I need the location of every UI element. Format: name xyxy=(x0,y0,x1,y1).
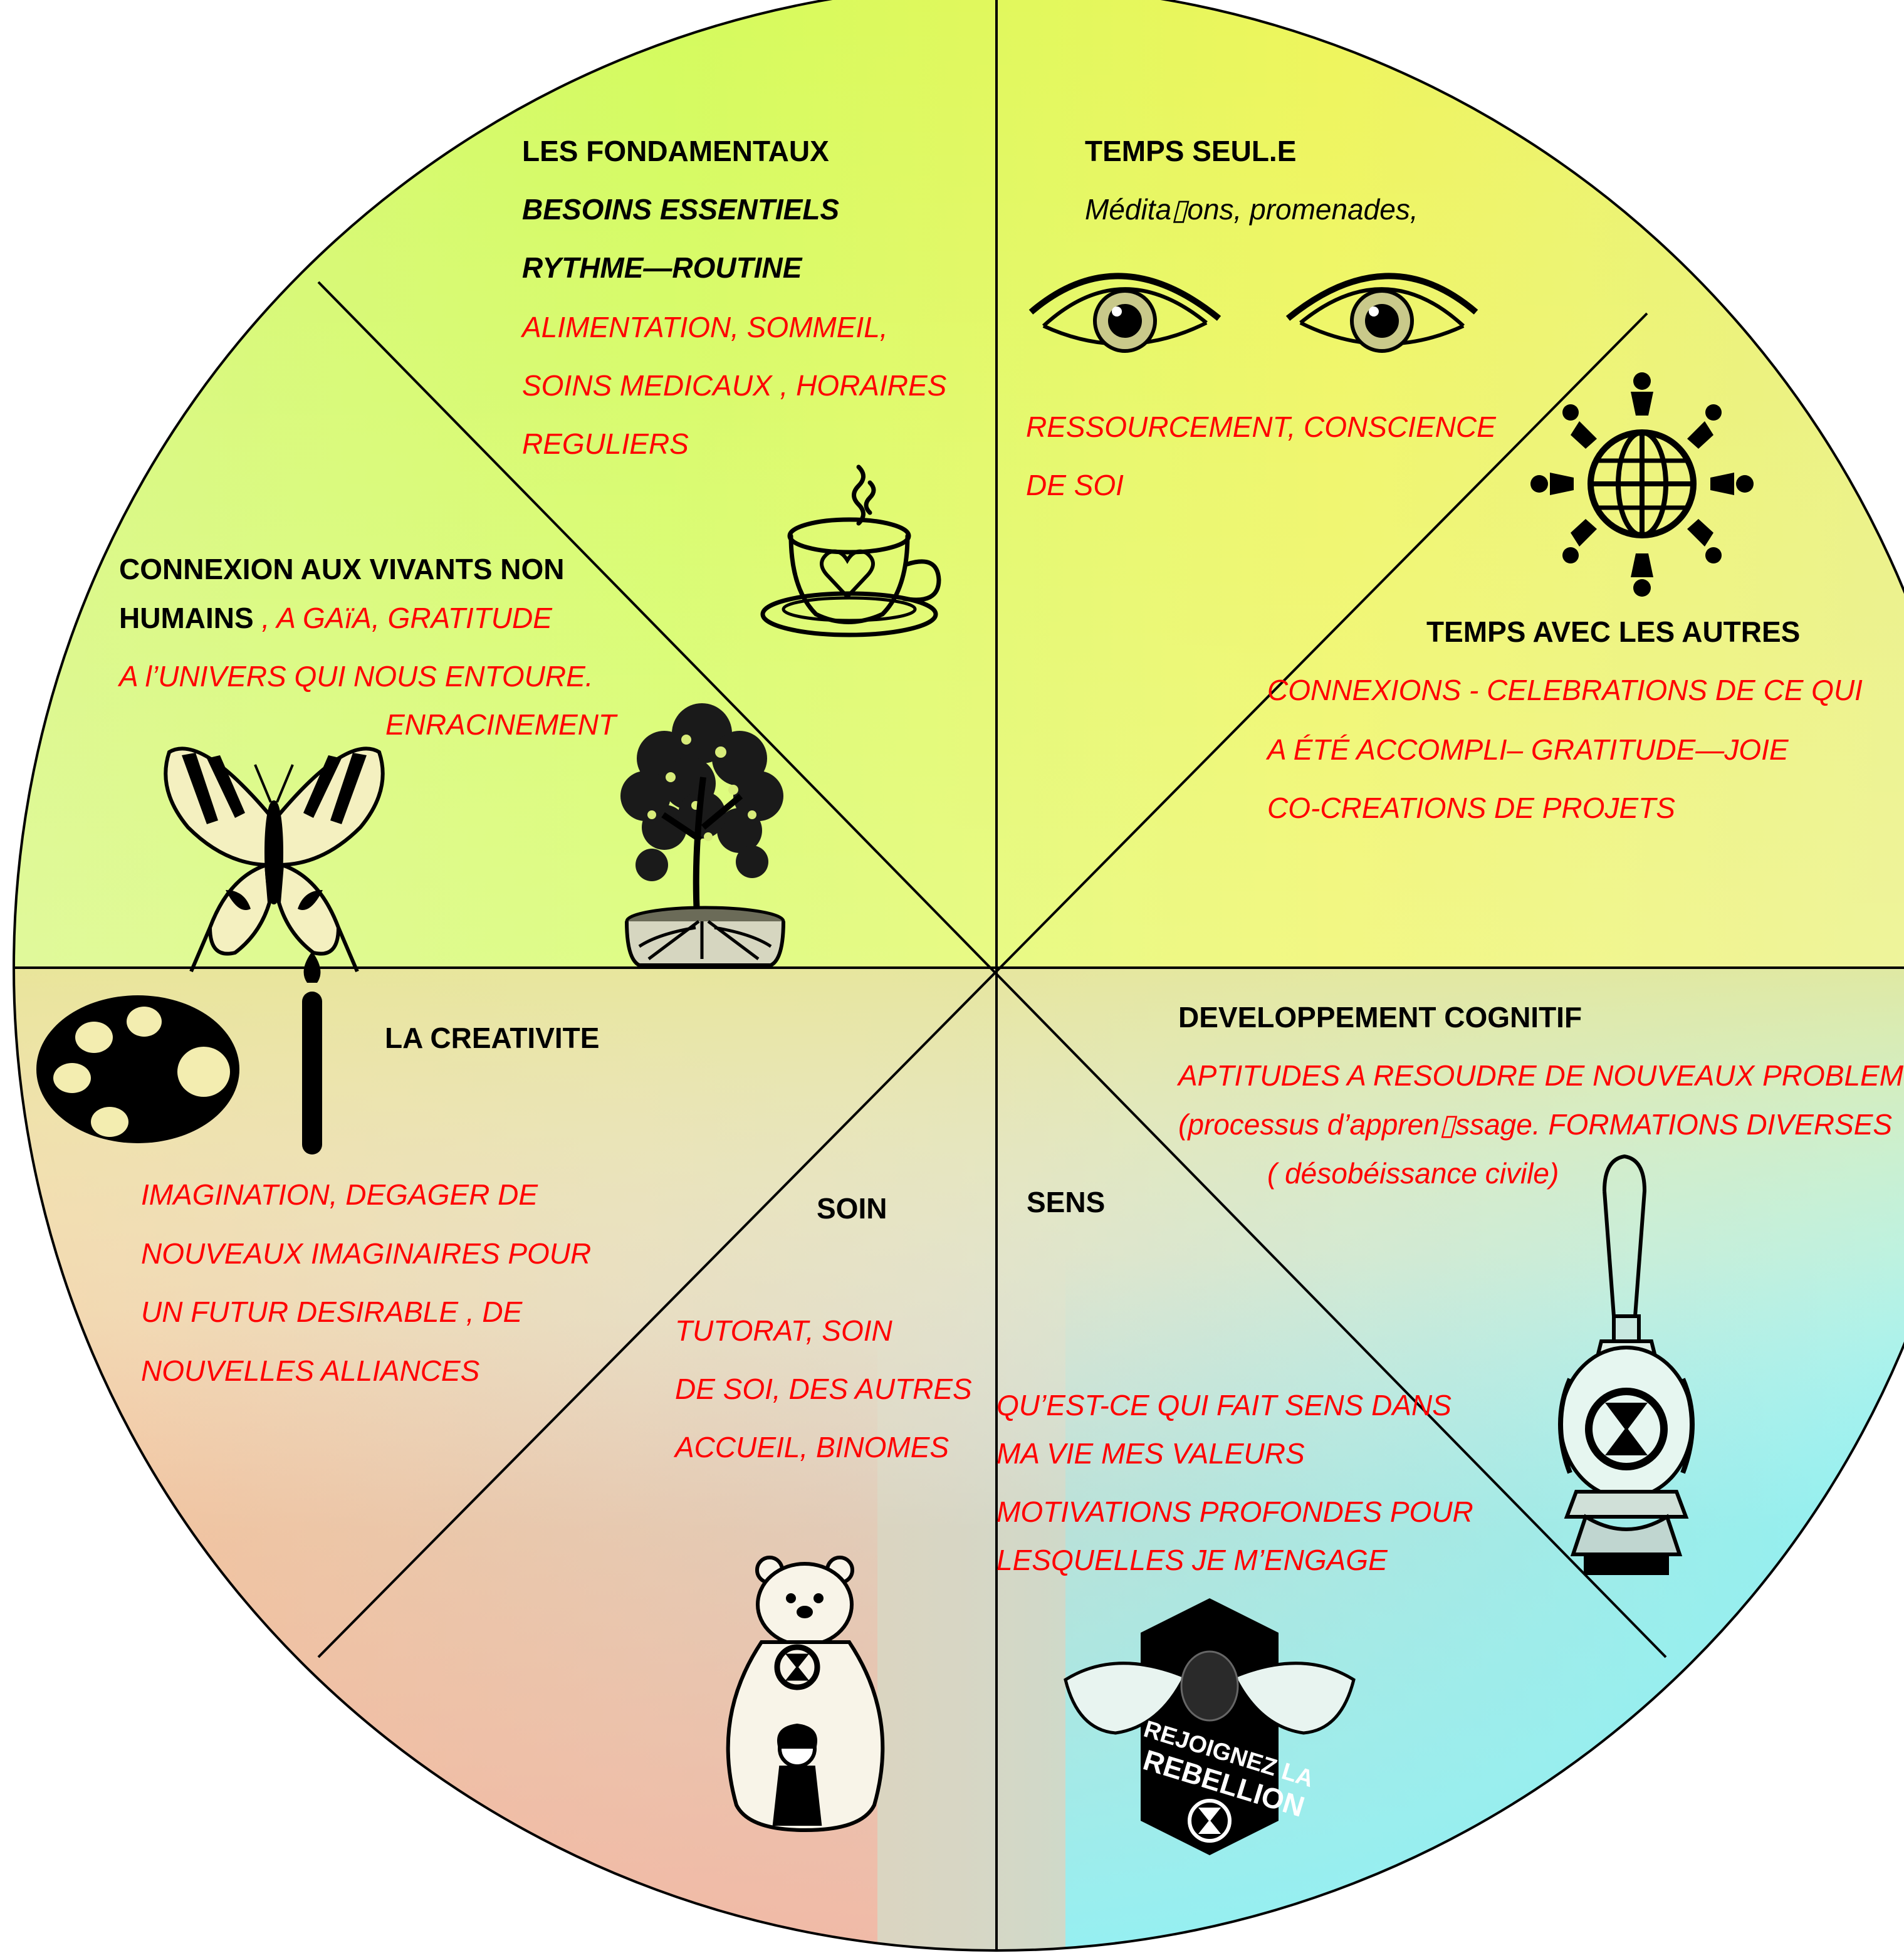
connexion-line-1: HUMAINS , A GAïA, GRATITUDE xyxy=(119,602,552,635)
developpement-line-2: (processus d’appren▯ssage. FORMATIONS DI… xyxy=(1178,1108,1893,1141)
developpement-line-1: APTITUDES A RESOUDRE DE NOUVEAUX PROBLEM… xyxy=(1178,1059,1904,1092)
butterfly-icon xyxy=(164,746,385,973)
divider-diagonal-2 xyxy=(317,312,1648,1658)
sens-line-3: MOTIVATIONS PROFONDES POUR xyxy=(996,1495,1473,1528)
soin-line-3: ACCUEIL, BINOMES xyxy=(675,1431,949,1463)
bear-girl-icon xyxy=(726,1556,885,1833)
connexion-line-3: ENRACINEMENT xyxy=(385,708,617,741)
creativite-title: LA CREATIVITE xyxy=(385,1022,600,1054)
fondamentaux-subtitle-1: BESOINS ESSENTIELS xyxy=(522,193,840,226)
sens-line-4: LESQUELLES JE M’ENGAGE xyxy=(996,1544,1388,1576)
temps-autres-line-3: CO-CREATIONS DE PROJETS xyxy=(1267,792,1675,824)
temps-seul-line-2: DE SOI xyxy=(1026,469,1124,501)
connexion-title-2: HUMAINS xyxy=(119,602,254,634)
globe-people-icon xyxy=(1530,372,1754,597)
soin-line-1: TUTORAT, SOIN xyxy=(675,1314,892,1347)
palette-brush-icon xyxy=(36,951,322,1155)
creativite-line-2: NOUVEAUX IMAGINAIRES POUR xyxy=(141,1237,592,1270)
fondamentaux-line-2: SOINS MEDICAUX , HORAIRES xyxy=(522,369,947,402)
temps-seul-subtitle: Médita▯ons, promenades, xyxy=(1085,193,1418,226)
fondamentaux-subtitle-2: RYTHME—ROUTINE xyxy=(522,251,802,284)
eyes-icon xyxy=(1028,273,1478,353)
fondamentaux-title: LES FONDAMENTAUX xyxy=(522,135,829,167)
connexion-inline: , A GAïA, GRATITUDE xyxy=(253,602,552,634)
lantern-icon xyxy=(1558,1154,1695,1575)
temps-seul-title: TEMPS SEUL.E xyxy=(1085,135,1297,167)
soin-line-2: DE SOI, DES AUTRES xyxy=(675,1373,972,1405)
creativite-line-1: IMAGINATION, DEGAGER DE xyxy=(141,1178,538,1211)
fondamentaux-line-3: REGULIERS xyxy=(522,427,689,460)
tree-icon xyxy=(620,703,785,967)
connexion-line-2: A l’UNIVERS QUI NOUS ENTOURE. xyxy=(119,660,594,693)
divider-diagonal-1 xyxy=(317,281,1667,1658)
developpement-title: DEVELOPPEMENT COGNITIF xyxy=(1178,1001,1582,1034)
temps-autres-title: TEMPS AVEC LES AUTRES xyxy=(1426,615,1801,648)
fondamentaux-line-1: ALIMENTATION, SOMMEIL, xyxy=(522,311,888,343)
temps-autres-line-2: A ÉTÉ ACCOMPLI– GRATITUDE—JOIE xyxy=(1267,733,1789,766)
sens-line-2: MA VIE MES VALEURS xyxy=(996,1437,1305,1470)
bee-badge-icon xyxy=(1064,1598,1356,1855)
creativite-line-3: UN FUTUR DESIRABLE , DE xyxy=(141,1296,523,1328)
developpement-line-3: ( désobéissance civile) xyxy=(1267,1157,1559,1190)
creativite-line-4: NOUVELLES ALLIANCES xyxy=(141,1354,480,1387)
sens-line-1: QU’EST-CE QUI FAIT SENS DANS xyxy=(996,1389,1452,1422)
temps-seul-line-1: RESSOURCEMENT, CONSCIENCE xyxy=(1026,411,1496,443)
temps-autres-line-1: CONNEXIONS - CELEBRATIONS DE CE QUI xyxy=(1267,674,1863,706)
sens-title: SENS xyxy=(1027,1186,1106,1218)
soin-title: SOIN xyxy=(817,1192,887,1225)
coffee-cup-icon xyxy=(760,464,941,637)
connexion-title-1: CONNEXION AUX VIVANTS NON xyxy=(119,553,565,585)
